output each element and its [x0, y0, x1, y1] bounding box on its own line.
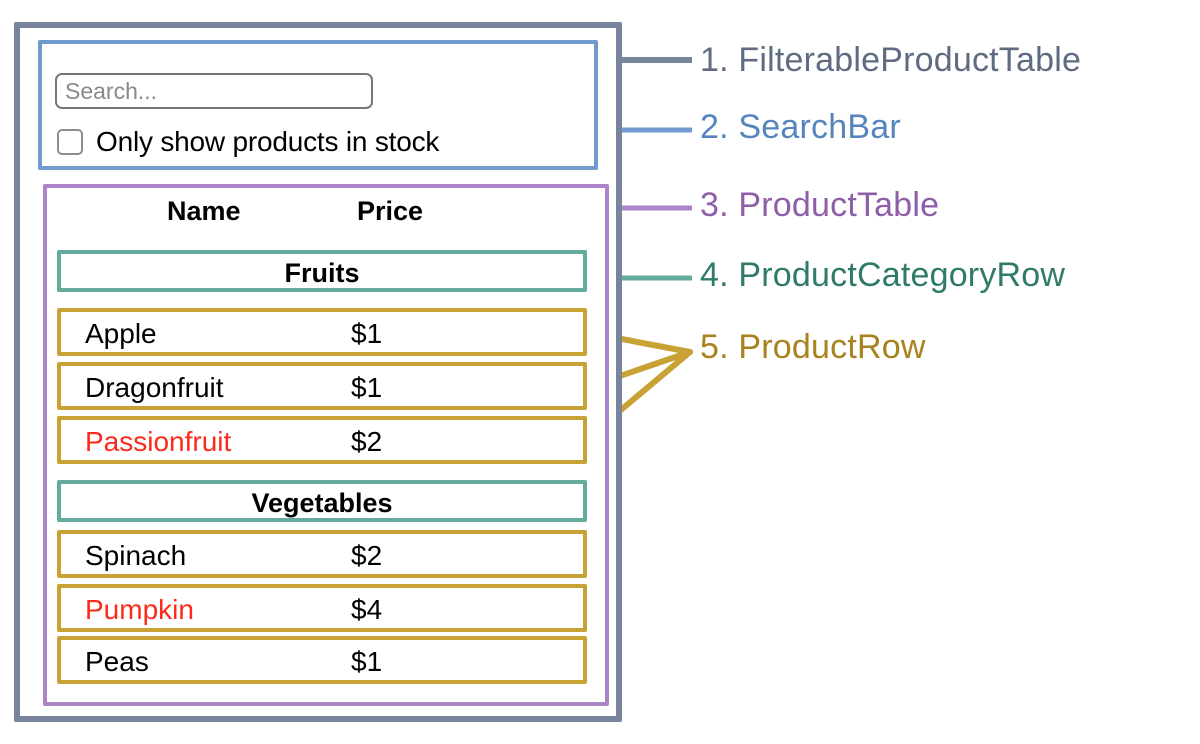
product-name: Dragonfruit	[85, 372, 224, 403]
product-category-label: Vegetables	[251, 488, 393, 518]
product-price: $1	[351, 372, 383, 403]
legend-item-product-row: 5. ProductRow	[700, 328, 926, 366]
product-price: $1	[351, 646, 383, 677]
legend-item-search-bar: 2. SearchBar	[700, 108, 901, 146]
in-stock-filter-row[interactable]: Only show products in stock	[57, 126, 439, 158]
product-name: Spinach	[85, 540, 187, 571]
search-input[interactable]	[55, 73, 373, 109]
product-price: $1	[351, 318, 383, 349]
product-category-row: Fruits	[57, 250, 587, 292]
product-row: Peas $1	[57, 636, 587, 684]
product-price: $2	[351, 426, 383, 457]
product-price: $2	[351, 540, 383, 571]
legend-item-product-table: 3. ProductTable	[700, 186, 940, 224]
product-name: Peas	[85, 646, 149, 677]
product-name: Apple	[85, 318, 157, 349]
legend-item-filterable-product-table: 1. FilterableProductTable	[700, 41, 1082, 79]
product-row: Spinach $2	[57, 530, 587, 578]
product-row: Apple $1	[57, 308, 587, 356]
column-header-price: Price	[357, 196, 424, 226]
column-header-name: Name	[167, 196, 241, 226]
legend-item-product-category-row: 4. ProductCategoryRow	[700, 256, 1066, 294]
product-table-header: Name Price	[57, 196, 587, 240]
product-name: Passionfruit	[85, 426, 232, 457]
product-row: Pumpkin $4	[57, 584, 587, 632]
product-row: Dragonfruit $1	[57, 362, 587, 410]
product-name: Pumpkin	[85, 594, 194, 625]
product-category-label: Fruits	[284, 258, 360, 288]
checkbox-icon[interactable]	[57, 129, 83, 155]
product-row: Passionfruit $2	[57, 416, 587, 464]
product-price: $4	[351, 594, 383, 625]
in-stock-filter-label: Only show products in stock	[96, 126, 440, 157]
product-category-row: Vegetables	[57, 480, 587, 522]
